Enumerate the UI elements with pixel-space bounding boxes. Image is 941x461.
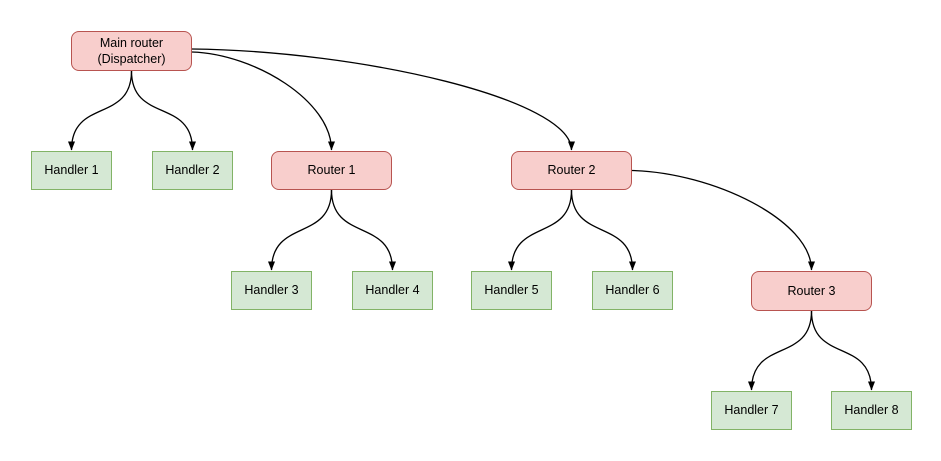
handler-node-h7: Handler 7 (711, 391, 792, 430)
edge-r2-to-h5 (508, 189, 573, 271)
edge-main-to-r1 (191, 51, 335, 151)
handler-node-h8: Handler 8 (831, 391, 912, 430)
router-node-r1: Router 1 (271, 151, 392, 190)
edge-r3-to-h8 (810, 310, 875, 391)
edge-main-to-r2 (191, 48, 575, 151)
edge-r2-to-r3 (631, 169, 815, 271)
edge-r3-to-h7 (748, 310, 813, 391)
router-node-r3: Router 3 (751, 271, 872, 311)
handler-node-h4: Handler 4 (352, 271, 433, 310)
router-node-r2: Router 2 (511, 151, 632, 190)
handler-node-h3: Handler 3 (231, 271, 312, 310)
edge-r2-to-h6 (570, 189, 636, 271)
edge-r1-to-h4 (330, 189, 396, 271)
handler-node-h2: Handler 2 (152, 151, 233, 190)
edge-main-to-h1 (68, 70, 133, 151)
handler-node-h5: Handler 5 (471, 271, 552, 310)
edge-r1-to-h3 (268, 189, 333, 271)
router-node-main: Main router (Dispatcher) (71, 31, 192, 71)
handler-node-h6: Handler 6 (592, 271, 673, 310)
handler-node-h1: Handler 1 (31, 151, 112, 190)
edge-main-to-h2 (130, 70, 196, 151)
